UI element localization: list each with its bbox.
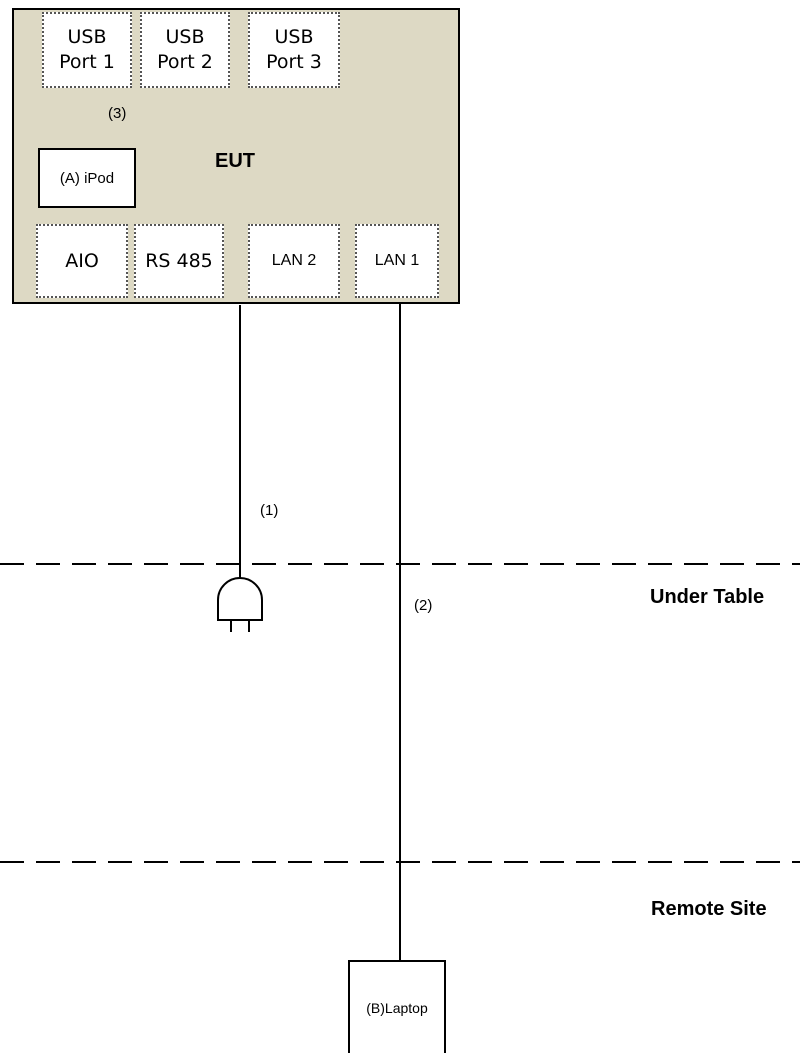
- rs485-port: RS 485: [134, 224, 224, 298]
- laptop-device: (B)Laptop: [348, 960, 446, 1053]
- usb-port-3: USB Port 3: [248, 12, 340, 88]
- lan2-port: LAN 2: [248, 224, 340, 298]
- remote-site-label: Remote Site: [651, 898, 767, 920]
- ipod-device: (A) iPod: [38, 148, 136, 208]
- usb-port-2: USB Port 2: [140, 12, 230, 88]
- cable-3-label: (3): [108, 105, 127, 122]
- aio-port: AIO: [36, 224, 128, 298]
- usb-port-1: USB Port 1: [42, 12, 132, 88]
- under-table-label: Under Table: [650, 586, 765, 608]
- eut-title: EUT: [215, 150, 255, 172]
- cable-2-label: (2): [414, 597, 433, 614]
- power-plug-icon: [217, 577, 263, 632]
- cable-1-label: (1): [260, 502, 279, 519]
- lan1-port: LAN 1: [355, 224, 439, 298]
